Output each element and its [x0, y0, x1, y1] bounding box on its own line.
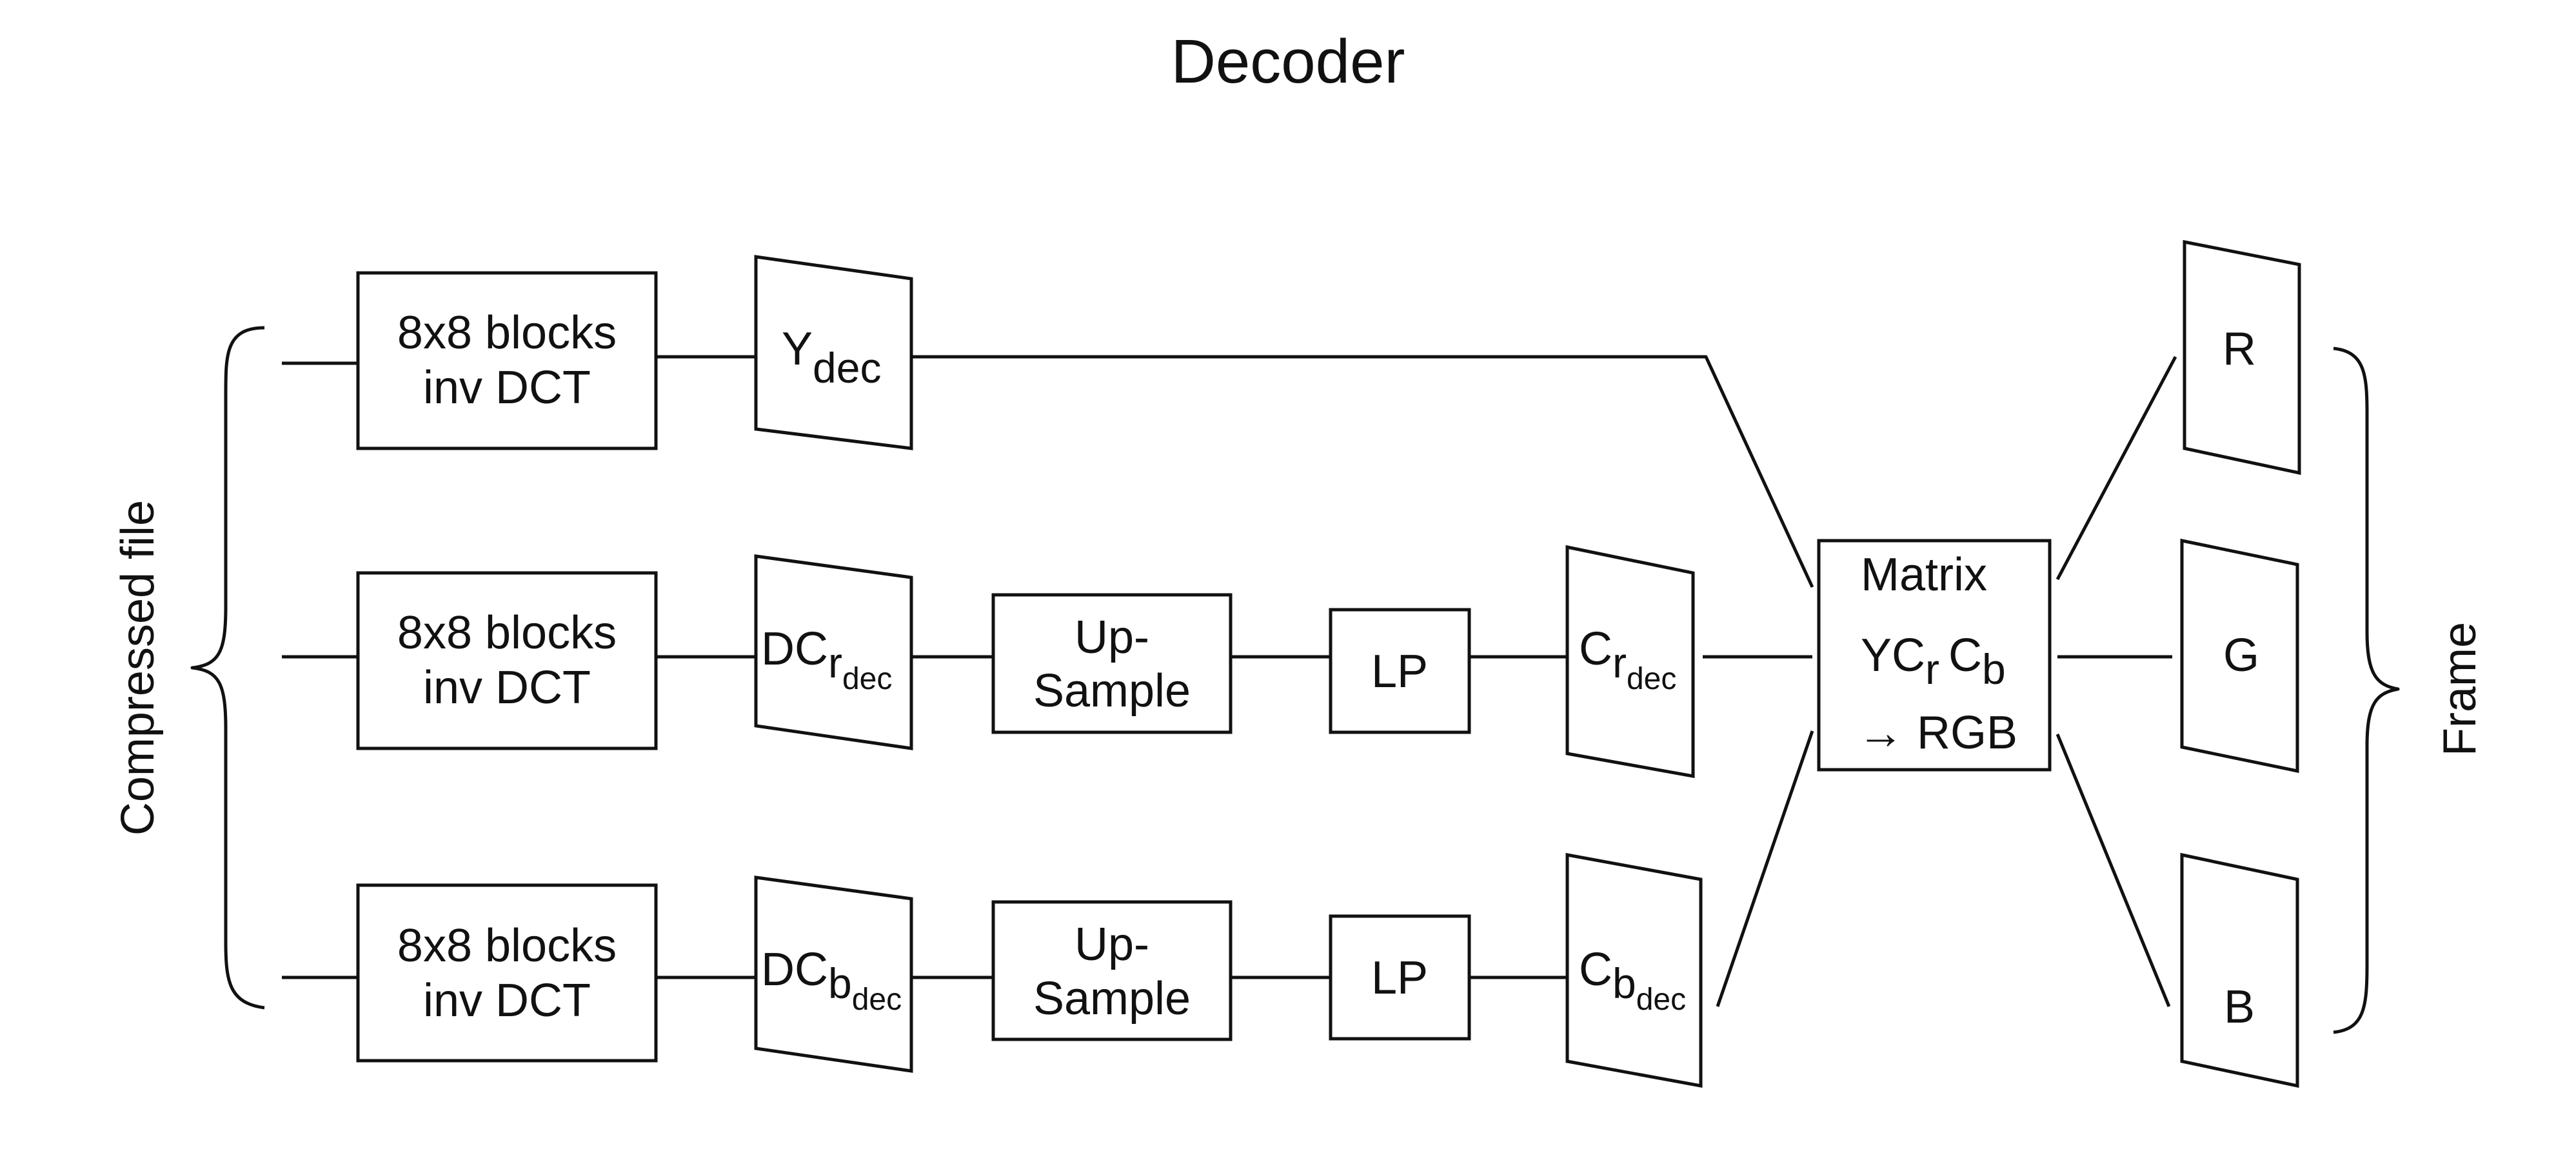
input-label: Compressed file — [112, 500, 164, 836]
inv-dct-label-line2: inv DCT — [423, 662, 591, 714]
dcb-channel-label: DCbdec — [761, 944, 902, 1017]
output-brace — [2333, 346, 2400, 1034]
dcb-sub: b — [828, 959, 852, 1007]
r-output-label: R — [2223, 323, 2256, 375]
matrix-to-b-line — [2056, 734, 2171, 1007]
matrix-b-sub: b — [1982, 645, 2006, 693]
y-channel-sub: dec — [813, 344, 881, 392]
lowpass-filter-label: LP — [1371, 646, 1428, 697]
cb-sub: b — [1612, 959, 1636, 1007]
g-output-label: G — [2223, 630, 2259, 681]
dcr-subsub: dec — [842, 662, 892, 696]
cb-to-matrix-line — [1716, 730, 1814, 1007]
row-luma: 8x8 blocks inv DCT Ydec — [282, 255, 1814, 588]
y-channel-buffer — [754, 255, 913, 450]
upsample-block — [991, 593, 1233, 734]
dcr-sub: r — [828, 639, 842, 686]
inv-dct-label-line1: 8x8 blocks — [397, 920, 617, 972]
dcb-subsub: dec — [852, 983, 902, 1017]
r-output-buffer — [2183, 239, 2301, 475]
b-output-buffer — [2180, 852, 2299, 1088]
cr-channel-label: Crdec — [1579, 623, 1676, 696]
cr-subsub: dec — [1627, 662, 1676, 696]
lowpass-filter-label: LP — [1371, 952, 1428, 1004]
lowpass-filter-block — [1329, 608, 1471, 734]
matrix-to-r-line — [2056, 355, 2177, 581]
input-brace — [190, 326, 265, 1010]
inv-dct-block — [356, 883, 658, 1063]
upsample-line2: Sample — [1033, 665, 1191, 717]
dcb-main: DC — [761, 944, 828, 996]
lowpass-filter-block — [1329, 914, 1471, 1041]
row-cr: 8x8 blocks inv DCT DCrdec Up- Sample LP … — [282, 545, 1812, 778]
y-channel-main: Y — [782, 323, 813, 375]
inv-dct-label-line1: 8x8 blocks — [397, 607, 617, 659]
cr-channel-buffer — [1565, 545, 1695, 778]
dcr-channel-label: DCrdec — [761, 623, 892, 696]
cb-channel-buffer — [1565, 852, 1703, 1088]
output-label: Frame — [2434, 622, 2486, 756]
matrix-line1: Matrix — [1861, 549, 1987, 601]
upsample-line2: Sample — [1033, 973, 1191, 1025]
inv-dct-block — [356, 271, 658, 450]
diagram-title: Decoder — [1171, 27, 1405, 96]
matrix-block — [1817, 539, 2052, 772]
upsample-line1: Up- — [1075, 612, 1149, 663]
row-cb: 8x8 blocks inv DCT DCbdec Up- Sample LP … — [282, 730, 1814, 1088]
inv-dct-label-line2: inv DCT — [423, 362, 591, 414]
cr-main: C — [1579, 623, 1612, 675]
matrix-line3: → RGB — [1858, 707, 2017, 759]
matrix-c: C — [1948, 630, 1982, 681]
cr-sub: r — [1612, 639, 1627, 686]
y-to-matrix-line — [911, 355, 1814, 588]
b-output-label: B — [2224, 981, 2255, 1033]
cb-main: C — [1579, 944, 1612, 996]
upsample-line1: Up- — [1075, 919, 1149, 970]
g-output-buffer — [2180, 538, 2299, 774]
inv-dct-label-line2: inv DCT — [423, 975, 591, 1026]
upsample-block — [991, 900, 1233, 1041]
matrix-yc: YC — [1861, 630, 1925, 681]
dcb-channel-buffer — [754, 876, 913, 1073]
matrix-r-sub: r — [1925, 645, 1939, 693]
cb-subsub: dec — [1636, 983, 1686, 1017]
dcr-main: DC — [761, 623, 828, 675]
inv-dct-label-line1: 8x8 blocks — [397, 307, 617, 359]
y-channel-label: Ydec — [782, 323, 881, 392]
inv-dct-block — [356, 571, 658, 750]
cb-channel-label: Cbdec — [1579, 944, 1686, 1017]
dcr-channel-buffer — [754, 554, 913, 750]
